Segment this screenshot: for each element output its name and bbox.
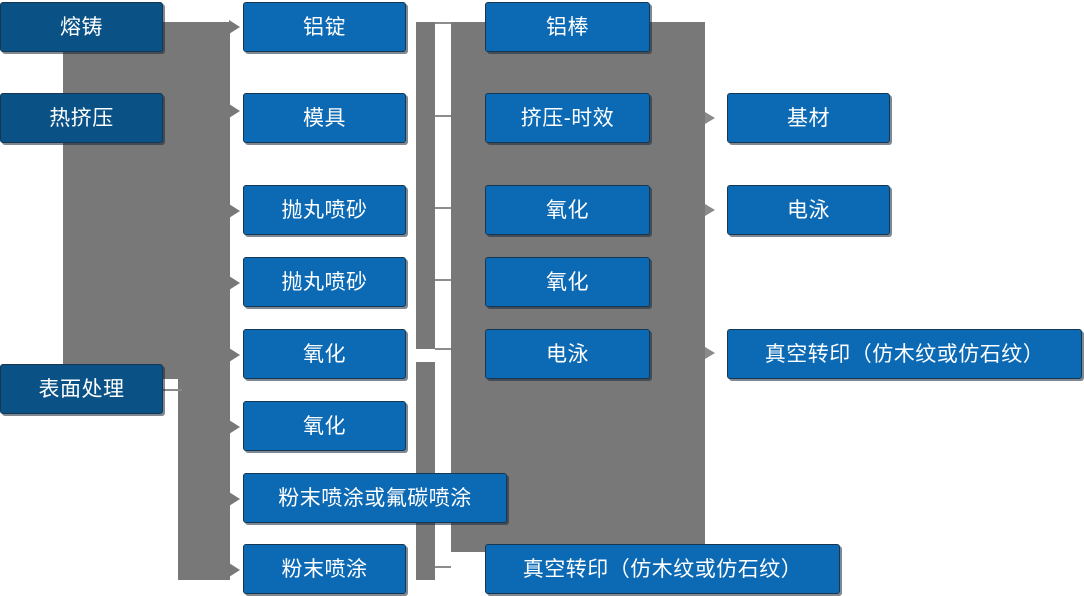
- output-box[interactable]: 基材: [727, 93, 890, 143]
- input-box[interactable]: 模具: [243, 93, 406, 143]
- process-box-label: 氧化: [546, 270, 589, 294]
- input-box[interactable]: 氧化: [243, 329, 406, 379]
- arrow-right-icon: [229, 204, 240, 218]
- output-box-label: 基材: [787, 106, 830, 130]
- arrow-right-icon: [705, 347, 715, 359]
- process-box[interactable]: 挤压-时效: [485, 93, 650, 143]
- input-box-label: 铝锭: [303, 15, 346, 39]
- input-box[interactable]: 铝锭: [243, 2, 406, 52]
- connector-band-middle-upper: [416, 22, 435, 349]
- connector-band-middle-lower: [416, 362, 435, 580]
- arrow-right-icon: [229, 104, 240, 118]
- stage-box-label: 热挤压: [49, 106, 114, 130]
- output-box[interactable]: 真空转印（仿木纹或仿石纹）: [727, 329, 1082, 379]
- input-box-label: 抛丸喷砂: [281, 270, 368, 294]
- arrow-right-icon: [705, 112, 715, 124]
- connector-rung: [435, 348, 451, 350]
- arrow-right-icon: [229, 20, 240, 34]
- process-box[interactable]: 铝棒: [485, 2, 650, 52]
- input-box-label: 氧化: [303, 342, 346, 366]
- arrow-right-icon: [229, 563, 240, 577]
- process-box[interactable]: 电泳: [485, 329, 650, 379]
- process-box-label: 电泳: [546, 342, 589, 366]
- stage-box[interactable]: 熔铸: [0, 2, 163, 52]
- arrow-down-icon: [68, 72, 82, 82]
- connector-rung: [435, 279, 451, 281]
- connector-rung: [435, 22, 451, 24]
- stage-box[interactable]: 表面处理: [0, 364, 163, 414]
- output-box[interactable]: 电泳: [727, 185, 890, 235]
- output-box-label: 真空转印（仿木纹或仿石纹）: [764, 342, 1045, 366]
- output-box-label: 电泳: [787, 198, 830, 222]
- stage-box-label: 表面处理: [38, 377, 125, 401]
- process-box-label: 挤压-时效: [520, 106, 615, 130]
- arrow-right-icon: [229, 492, 240, 506]
- input-box[interactable]: 粉末喷涂或氟碳喷涂: [243, 473, 507, 523]
- input-box-label: 氧化: [303, 414, 346, 438]
- stage-box-label: 熔铸: [60, 15, 103, 39]
- process-box-label: 氧化: [546, 198, 589, 222]
- arrow-right-icon: [229, 348, 240, 362]
- connector-rung: [435, 115, 451, 117]
- connector-band-inputs: [178, 22, 230, 580]
- process-box-label: 真空转印（仿木纹或仿石纹）: [522, 557, 803, 581]
- input-box[interactable]: 氧化: [243, 401, 406, 451]
- connector-rung: [435, 566, 451, 568]
- input-box[interactable]: 抛丸喷砂: [243, 185, 406, 235]
- process-box-label: 铝棒: [546, 15, 589, 39]
- process-box[interactable]: 氧化: [485, 185, 650, 235]
- arrow-right-icon: [705, 204, 715, 216]
- arrow-right-icon: [229, 420, 240, 434]
- input-box-label: 粉末喷涂或氟碳喷涂: [278, 486, 472, 510]
- input-box-label: 粉末喷涂: [281, 557, 368, 581]
- process-box[interactable]: 氧化: [485, 257, 650, 307]
- input-box-label: 抛丸喷砂: [281, 198, 368, 222]
- connector-stub: [162, 389, 182, 391]
- connector-rung: [435, 207, 451, 209]
- process-box[interactable]: 真空转印（仿木纹或仿石纹）: [485, 544, 840, 594]
- arrow-right-icon: [229, 276, 240, 290]
- connector-band-stages: [63, 22, 178, 379]
- input-box[interactable]: 抛丸喷砂: [243, 257, 406, 307]
- arrow-down-icon: [68, 332, 82, 342]
- input-box[interactable]: 粉末喷涂: [243, 544, 406, 594]
- input-box-label: 模具: [303, 106, 346, 130]
- stage-box[interactable]: 热挤压: [0, 93, 163, 143]
